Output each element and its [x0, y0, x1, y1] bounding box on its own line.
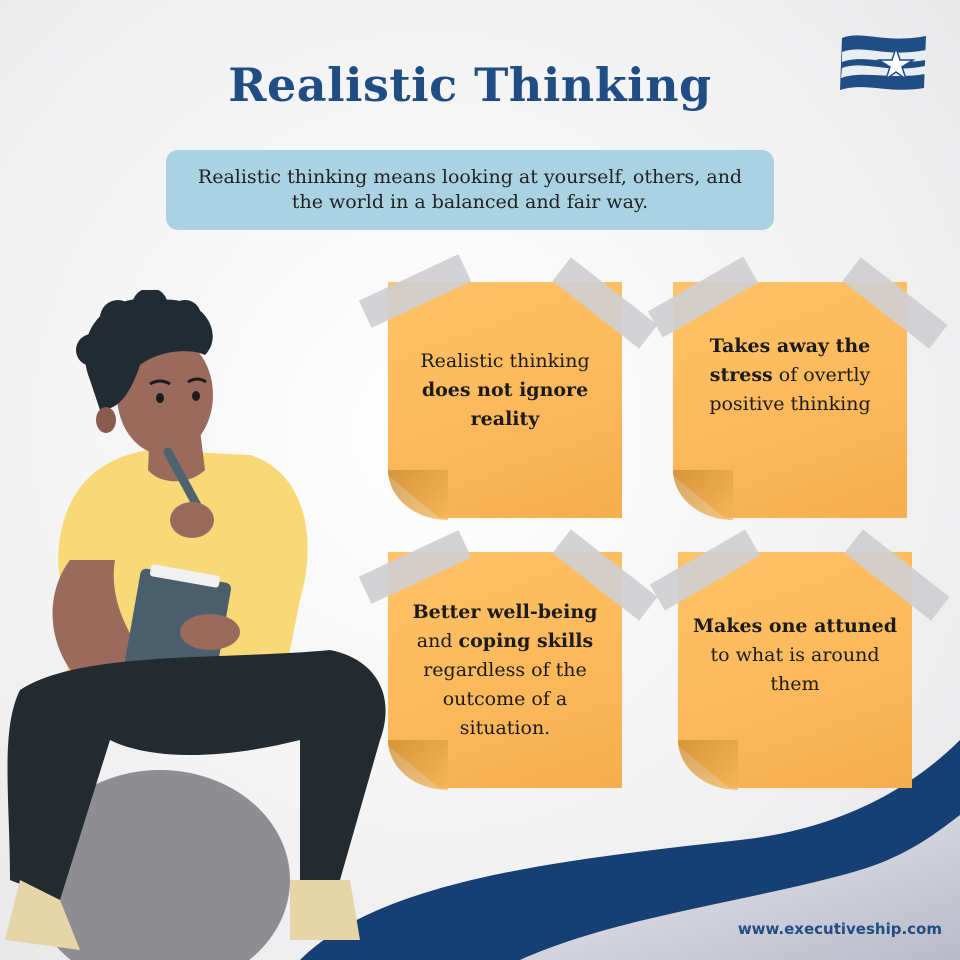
note-1-content: Realistic thinking does not ignore reali…: [396, 347, 614, 434]
note-4-segment: to what is around them: [710, 643, 880, 695]
note-3-segment: regardless of the outcome of a situation…: [423, 658, 587, 739]
note-4-segment: Makes one attuned: [693, 614, 897, 637]
note-1-segment: does not ignore reality: [421, 378, 589, 430]
note-text-3: Better well-being and coping skills rega…: [396, 570, 614, 770]
note-text-1: Realistic thinking does not ignore reali…: [396, 300, 614, 480]
note-4-content: Makes one attuned to what is around them: [686, 612, 904, 699]
note-3-segment: Better well-being: [412, 600, 598, 623]
note-text-4: Makes one attuned to what is around them: [686, 580, 904, 730]
intro-banner: Realistic thinking means looking at your…: [166, 150, 774, 230]
note-2-segment: Takes away the stress: [709, 334, 871, 386]
note-2-content: Takes away the stress of overtly positiv…: [681, 332, 899, 419]
man-writing-notepad-illustration: [5, 290, 386, 960]
note-text-2: Takes away the stress of overtly positiv…: [681, 300, 899, 450]
page-title: Realistic Thinking: [228, 58, 712, 112]
note-2-segment: of overtly positive thinking: [709, 363, 871, 415]
note-3-segment: coping skills: [458, 629, 594, 652]
note-3-content: Better well-being and coping skills rega…: [396, 598, 614, 743]
website-url[interactable]: www.executiveship.com: [737, 920, 942, 938]
waving-flag-star-logo: [840, 35, 926, 90]
note-3-segment: and: [416, 629, 459, 652]
note-1-segment: Realistic thinking: [420, 349, 590, 372]
